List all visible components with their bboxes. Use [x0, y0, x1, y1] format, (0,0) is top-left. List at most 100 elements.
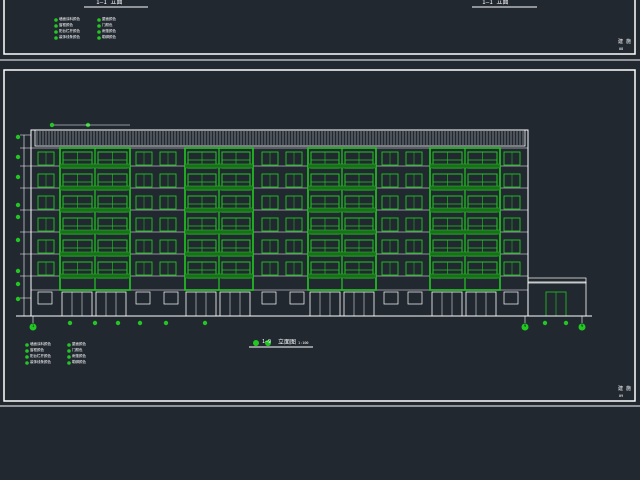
ground-floor-window [383, 291, 399, 305]
legend-marker-icon [67, 343, 71, 347]
level-marker-icon [15, 134, 21, 140]
main-drawing-title: 立面图 [278, 339, 297, 346]
annotation-marker-icon [49, 122, 55, 128]
annotation-marker-icon [137, 320, 143, 326]
balcony-slab [59, 207, 131, 213]
balcony-slab [307, 229, 377, 235]
balcony-slab [59, 185, 131, 191]
legend-marker-icon [97, 36, 101, 40]
annotation-marker-icon [115, 320, 121, 326]
legend-marker-icon [67, 349, 71, 353]
legend-marker-icon [67, 355, 71, 359]
legend-marker-icon [97, 18, 101, 22]
sheet-number-bottom: 09 [619, 394, 624, 398]
main-drawing-scale: 1:100 [298, 341, 309, 345]
balcony-slab [307, 273, 377, 279]
ground-floor-door [309, 291, 341, 317]
top-right-drawing-title: 1—1 立面 [482, 0, 509, 6]
ground-floor-door [465, 291, 497, 317]
legend-item: 墙面涂料颜色 [30, 342, 51, 346]
balcony-slab [59, 273, 131, 279]
axis-label-right-b: 9 [581, 324, 584, 328]
axis-label-left: 1 [32, 324, 35, 328]
legend-marker-icon [25, 349, 29, 353]
balcony-slab [59, 251, 131, 257]
building-elevation [15, 122, 587, 326]
ground-floor-door [431, 291, 463, 317]
legend-marker-icon [25, 355, 29, 359]
sheet-tag-bottom: 建 施 [618, 386, 632, 392]
ground-floor-window [407, 291, 423, 305]
ground-floor-window [163, 291, 179, 305]
sheet-tag-top: 建 施 [618, 39, 632, 45]
building-outline [30, 129, 529, 317]
annotation-marker-icon [92, 320, 98, 326]
level-marker-icon [15, 281, 21, 287]
balcony-slab [307, 251, 377, 257]
main-drawing-title-prefix: 1—9 [262, 339, 272, 345]
axis-bubble-icon [29, 323, 586, 331]
ground-floor-door [95, 291, 127, 317]
legend-marker-icon [67, 361, 71, 365]
balcony-slab [429, 251, 501, 257]
ground-floor-window [261, 291, 277, 305]
sheet-number-top: 08 [619, 47, 624, 51]
top-left-drawing-title: 1—1 立面 [96, 0, 123, 6]
legend-top-markers [54, 18, 101, 40]
legend-item: 门颜色 [72, 348, 83, 352]
legend-item: 勒脚颜色 [72, 360, 86, 364]
ground-floor-door [61, 291, 93, 317]
ground-floor-window [503, 291, 519, 305]
balcony-slab [184, 229, 254, 235]
balcony-slab [184, 163, 254, 169]
legend-item: 窗框颜色 [30, 348, 44, 352]
level-marker-icon [15, 214, 21, 220]
annotation-marker-icon [542, 320, 548, 326]
balcony-slab [429, 163, 501, 169]
annotation-marker-icon [563, 320, 569, 326]
balcony-slab [184, 185, 254, 191]
ground-floor-door [185, 291, 217, 317]
level-marker-icon [15, 296, 21, 302]
level-marker-icon [15, 154, 21, 160]
legend-item: 阳台栏杆颜色 [30, 354, 51, 358]
level-marker-icon [15, 174, 21, 180]
balcony-slab [59, 163, 131, 169]
legend-marker-icon [97, 30, 101, 34]
legend-marker-icon [97, 24, 101, 28]
roof-parapet [34, 129, 526, 147]
balcony-slab [429, 185, 501, 191]
legend-item: 门颜色 [102, 23, 113, 27]
legend-marker-icon [25, 343, 29, 347]
main-sheet-frame [3, 69, 636, 402]
level-marker-icon [15, 268, 21, 274]
legend-item: 屋面颜色 [102, 17, 116, 21]
balcony-slab [184, 273, 254, 279]
annotation-marker-icon [67, 320, 73, 326]
balcony-slab [429, 273, 501, 279]
annex-canopy [527, 277, 587, 284]
ground-floor-window [135, 291, 151, 305]
balcony-slab [429, 207, 501, 213]
annotation-marker-icon [202, 320, 208, 326]
balcony-slab [307, 163, 377, 169]
annex-outline [527, 281, 587, 317]
level-marker-icon [15, 237, 21, 243]
legend-item: 窗框颜色 [59, 23, 73, 27]
balcony-slab [307, 185, 377, 191]
legend-marker-icon [54, 24, 58, 28]
legend-item: 勒脚颜色 [102, 35, 116, 39]
legend-item: 墙面涂料颜色 [59, 17, 80, 21]
legend-bottom-markers [25, 343, 71, 365]
ground-floor-window [37, 291, 53, 305]
legend-item: 屋面颜色 [72, 342, 86, 346]
legend-item: 雨篷颜色 [72, 354, 86, 358]
legend-item: 装饰线条颜色 [59, 35, 80, 39]
title-marker-icon [253, 340, 271, 346]
ground-floor-door [343, 291, 375, 317]
axis-label-right-a: 9 [524, 324, 527, 328]
legend-marker-icon [25, 361, 29, 365]
legend-item: 雨篷颜色 [102, 29, 116, 33]
legend-marker-icon [54, 30, 58, 34]
legend-item: 阳台栏杆颜色 [59, 29, 80, 33]
